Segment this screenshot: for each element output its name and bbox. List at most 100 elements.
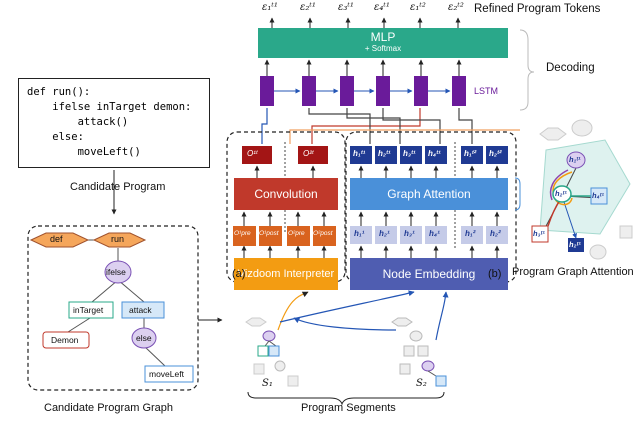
node-label-intarget: inTarget xyxy=(73,305,104,315)
o-pre-post-label: O¹pre xyxy=(234,230,251,237)
candidate-program-label: Candidate Program xyxy=(70,181,166,193)
attack-node xyxy=(121,301,165,319)
h-mid-label: h₃¹ xyxy=(404,229,415,238)
node-label-else: else xyxy=(136,333,152,343)
segment-s2-label: S₂ xyxy=(416,378,427,389)
h-top-label: h₄ᵗ¹ xyxy=(428,149,441,158)
node-label-ifelse: ifelse xyxy=(106,267,126,277)
panel-tag-b: (b) xyxy=(488,268,502,280)
o-top-2 xyxy=(298,146,328,164)
o-pre-post-label: O¹post xyxy=(259,230,279,237)
attn-node-label: h₂ᵗ¹ xyxy=(555,189,567,198)
token-arrows xyxy=(269,17,461,28)
convolution-label: Convolution xyxy=(254,187,318,201)
segment-to-block-arrows xyxy=(277,290,449,341)
program-segments-label: Program Segments xyxy=(301,402,396,414)
interpreter-label: Vizdoom Interpreter xyxy=(237,268,335,280)
token-label: ε₃ᵗ¹ xyxy=(338,2,354,13)
segment-s1 xyxy=(245,317,299,387)
candidate-graph-label: Candidate Program Graph xyxy=(44,402,174,414)
mlp-box xyxy=(258,28,508,58)
candidate-graph-frame xyxy=(27,225,199,391)
candidate-program-code: def run(): ifelse inTarget demon: attack… xyxy=(18,78,210,168)
o-top-label: O¹ᵗ xyxy=(247,149,258,158)
h-mid-row xyxy=(350,226,508,244)
graph-attention-box xyxy=(350,178,508,210)
segments-brace xyxy=(247,391,445,406)
node-label-demon: Demon xyxy=(51,335,79,345)
conv-arrows xyxy=(241,165,327,258)
decoding-bracket xyxy=(519,29,535,111)
attention-graph xyxy=(531,119,633,260)
o-top-1 xyxy=(242,146,272,164)
node-embedding-label: Node Embedding xyxy=(382,267,476,281)
graph-edges xyxy=(67,239,166,367)
o-pre-post-label: O²pre xyxy=(288,230,305,237)
lstm-cells xyxy=(260,76,466,106)
lstm-cell xyxy=(376,76,390,106)
h-mid-label: h₂¹ xyxy=(379,229,390,238)
mlp-subtitle: + Softmax xyxy=(364,44,402,53)
lstm-cell xyxy=(340,76,354,106)
code-line: ifelse inTarget demon: xyxy=(27,101,192,113)
attention-bracket xyxy=(514,177,521,211)
graph-attention-label: Graph Attention xyxy=(387,187,471,201)
right-arrows xyxy=(358,165,500,258)
demon-node xyxy=(42,331,90,349)
lstm-cell xyxy=(452,76,466,106)
o-pre-2 xyxy=(287,226,310,246)
segment-s1-label: S₁ xyxy=(262,378,273,389)
o-pre-1 xyxy=(233,226,256,246)
lstm-cell xyxy=(302,76,316,106)
node-label-attack: attack xyxy=(129,305,152,315)
moveleft-node xyxy=(144,365,194,383)
mlp-label: MLP + Softmax xyxy=(258,28,508,58)
lstm-cell xyxy=(414,76,428,106)
lstm-cell xyxy=(260,76,274,106)
def-node xyxy=(29,232,90,248)
o-post-2 xyxy=(313,226,336,246)
ifelse-node xyxy=(104,260,132,284)
decoding-label: Decoding xyxy=(546,62,595,74)
node-embedding-box xyxy=(350,258,508,290)
code-line: attack() xyxy=(27,116,129,128)
mlp-title: MLP xyxy=(370,30,396,44)
token-label: ε₂ᵗ¹ xyxy=(300,2,316,13)
h-top-label: h₁ᵗ² xyxy=(464,149,477,158)
attn-node-label: h₄ᵗ¹ xyxy=(592,191,604,200)
o-top-label: O²ᵗ xyxy=(303,149,314,158)
h-mid-label: h₁¹ xyxy=(354,229,365,238)
node-label-def: def xyxy=(50,234,63,244)
code-line: moveLeft() xyxy=(27,146,141,158)
interpreter-box xyxy=(234,258,338,290)
attn-node-label: h₃ᵗ¹ xyxy=(533,229,545,238)
o-pre-post-label: O²post xyxy=(313,230,333,237)
h-top-label: h₂ᵗ² xyxy=(489,149,502,158)
code-line: def run(): xyxy=(27,86,91,98)
token-label: ε₁ᵗ¹ xyxy=(262,2,278,13)
h-mid-label: h₁² xyxy=(465,229,476,238)
token-label: ε₂ᵗ² xyxy=(448,2,464,13)
o-post-1 xyxy=(259,226,282,246)
h-mid-label: h₂² xyxy=(490,229,501,238)
run-node xyxy=(92,232,147,248)
attn-node-label: h₁ᵗ¹ xyxy=(569,155,581,164)
node-label-moveleft: moveLeft xyxy=(149,369,184,379)
lstm-label: LSTM xyxy=(474,86,499,96)
else-node xyxy=(131,327,157,349)
refined-tokens-title: Refined Program Tokens xyxy=(474,3,601,15)
h-top-label: h₂ᵗ¹ xyxy=(378,149,391,158)
h-mid-label: h₄¹ xyxy=(429,229,440,238)
h-top-row xyxy=(350,146,508,164)
h-top-label: h₁ᵗ¹ xyxy=(353,149,366,158)
intarget-node xyxy=(68,301,114,319)
program-graph-attention-label: Program Graph Attention xyxy=(512,266,634,278)
attn-node-label: h₂ᵗ¹ xyxy=(569,240,581,249)
panel-tag-a: (a) xyxy=(232,268,246,280)
lstm-arrows xyxy=(264,59,462,94)
segment-s2 xyxy=(391,317,447,387)
token-label: ε₁ᵗ² xyxy=(410,2,426,13)
block-to-lstm-lines xyxy=(261,108,520,144)
